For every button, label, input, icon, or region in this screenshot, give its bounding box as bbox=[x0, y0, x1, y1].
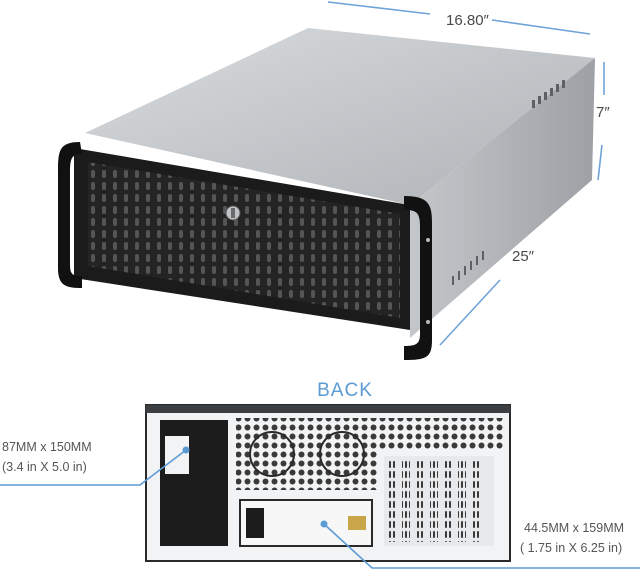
height-dimension-line-bottom bbox=[597, 144, 603, 181]
top-vent-grill bbox=[378, 418, 504, 450]
height-dimension-label: 7″ bbox=[596, 104, 610, 121]
chassis-top-panel bbox=[85, 28, 595, 205]
width-dimension-label: 16.80″ bbox=[446, 12, 489, 29]
psu-opening-imperial: (3.4 in X 5.0 in) bbox=[2, 460, 87, 474]
width-dimension-line-left bbox=[327, 1, 431, 15]
drive-opening-metric: 44.5MM x 159MM bbox=[524, 521, 625, 535]
rear-fan-grill bbox=[236, 418, 378, 490]
psu-callout-line bbox=[0, 449, 187, 486]
right-rack-handle bbox=[404, 196, 432, 360]
left-rack-handle bbox=[58, 142, 82, 288]
depth-dimension-label: 25″ bbox=[512, 248, 534, 265]
drive-opening-imperial: ( 1.75 in X 6.25 in) bbox=[520, 541, 623, 555]
back-panel-view bbox=[0, 404, 640, 569]
depth-dimension-line-bottom bbox=[439, 279, 501, 346]
psu-opening-metric: 87MM x 150MM bbox=[2, 440, 92, 454]
drive-callout-line bbox=[323, 523, 640, 569]
front-mesh bbox=[88, 162, 400, 318]
side-vents bbox=[452, 80, 565, 285]
width-dimension-line-right bbox=[491, 19, 591, 35]
chassis-side-panel bbox=[410, 58, 595, 338]
back-view-title: BACK bbox=[317, 380, 373, 401]
